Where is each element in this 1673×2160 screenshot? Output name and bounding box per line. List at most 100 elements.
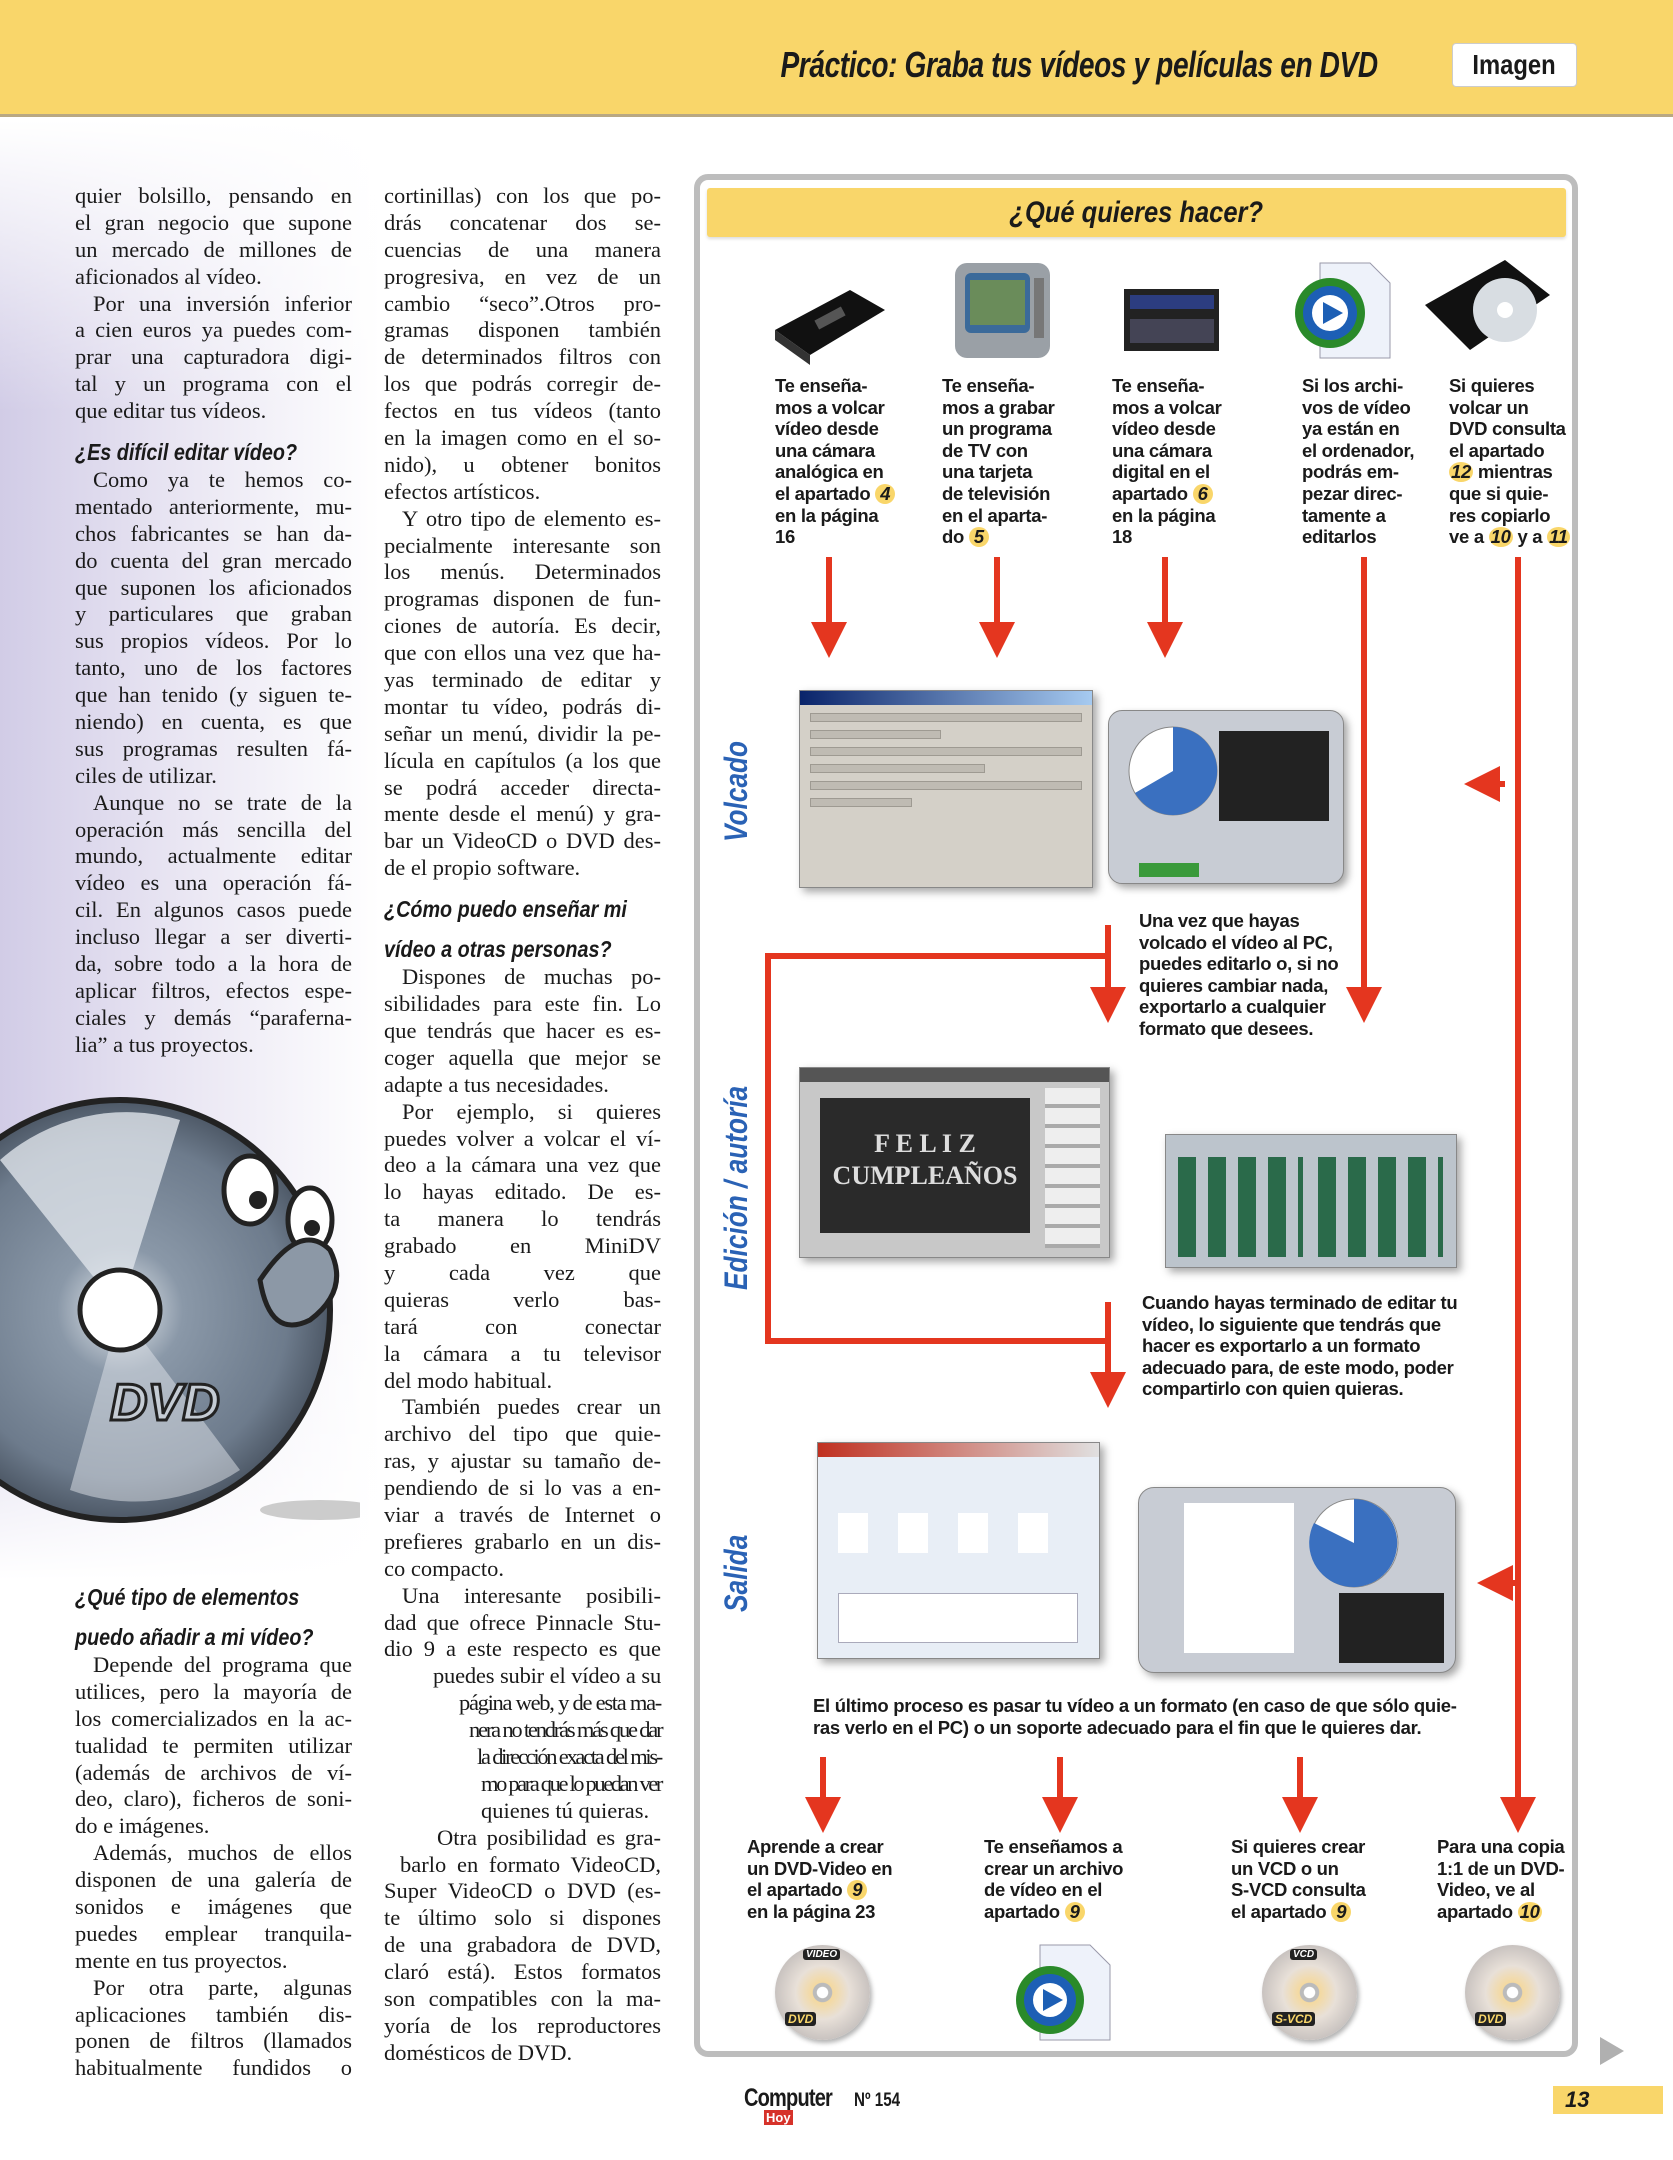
export-status-screenshot — [1138, 1487, 1456, 1673]
item-text: en el aparta- — [942, 504, 1048, 526]
item-line: ras verlo en el PC) o un soporte adecuad… — [813, 1717, 1457, 1739]
item-line: vídeo desde — [1112, 418, 1222, 440]
item-text: analógica en — [775, 461, 884, 483]
paragraph-line: pendiendo de si lo vas a en- — [384, 1475, 661, 1501]
item-text: de vídeo en el — [984, 1879, 1103, 1901]
item-text: crear un archivo — [984, 1857, 1124, 1879]
paragraph-line: grabado en MiniDV — [384, 1233, 661, 1259]
item-line: apartado 6 — [1112, 483, 1222, 505]
capture-status-screenshot — [1108, 710, 1344, 884]
item-text: editarlos — [1302, 526, 1377, 548]
paragraph-line: página web, y de esta ma- — [459, 1690, 662, 1716]
item-line: que si quie- — [1449, 483, 1570, 505]
section-number-badge: 6 — [1192, 483, 1213, 504]
item-line: el apartado 4 — [775, 483, 896, 505]
section-number-badge: 9 — [847, 1880, 868, 1901]
paragraph-line: puedes emplear tranquila- — [75, 1920, 352, 1946]
paragraph-line: ciales y demás “paraferna- — [75, 1004, 352, 1030]
paragraph-line: de una grabadora de DVD, — [384, 1932, 661, 1958]
item-line: mos a volcar — [1112, 397, 1222, 419]
paragraph-line: habitualmente fundidos o — [75, 2055, 352, 2081]
item-text: digital en el — [1112, 461, 1210, 483]
paragraph-line: barlo en formato VideoCD, — [400, 1851, 661, 1877]
item-text: Te enseñamos a — [984, 1836, 1123, 1857]
paragraph-line: claró está). Estos formatos — [384, 1959, 661, 1985]
paragraph-line: sibilidades para este fin. Lo — [384, 991, 661, 1017]
paragraph-line: deo, claro), ficheros de soni- — [75, 1786, 352, 1812]
item-text: volcar un — [1449, 396, 1529, 418]
item-line: 18 — [1112, 526, 1222, 548]
paragraph-line: de determinados filtros con — [384, 344, 661, 370]
item-text: Aprende a crear — [747, 1836, 884, 1857]
paragraph-line: prefieres grabarlo en un dis- — [384, 1528, 661, 1554]
item-text: Video, ve al — [1437, 1879, 1535, 1901]
paragraph-line: los que podrás corregir de- — [384, 371, 661, 397]
paragraph-line: También puedes crear un — [402, 1394, 661, 1420]
paragraph-line: mente desde el menú) y gra- — [384, 801, 661, 827]
issue-number: Nº 154 — [854, 2090, 901, 2111]
item-text: una cámara — [775, 439, 875, 461]
paragraph-line: tanto, uno de los factores — [75, 655, 352, 681]
item-line: Cuando hayas terminado de editar tu — [1142, 1292, 1458, 1314]
item-line: digital en el — [1112, 461, 1222, 483]
footer-logo: Computer — [744, 2084, 833, 2112]
item-line: Aprende a crear — [747, 1836, 892, 1858]
disc-label: VIDEO — [803, 1949, 841, 1960]
item-text: El último proceso es pasar tu vídeo a un… — [813, 1695, 1457, 1716]
item-line: exportarlo a cualquier — [1139, 996, 1338, 1018]
item-line: Si quieres — [1449, 375, 1570, 397]
item-text: Si quieres — [1449, 375, 1535, 396]
paragraph-line: drás concatenar dos se- — [384, 209, 661, 235]
item-text: de TV con — [942, 439, 1028, 461]
item-line: DVD consulta — [1449, 418, 1570, 440]
paragraph-line: quienes tú quieras. — [481, 1797, 650, 1823]
tv-icon — [955, 263, 1050, 358]
editor-screenshot: F E L I Z CUMPLEAÑOS — [799, 1067, 1110, 1258]
item-text: Te enseña- — [1112, 375, 1205, 396]
side-label-salida: Salida — [718, 1534, 754, 1612]
paragraph-line: do cuenta del gran mercado — [75, 547, 352, 573]
item-text: apartado — [1112, 482, 1193, 504]
item-text: en la página 23 — [747, 1900, 876, 1922]
paragraph-line: aplicaciones también dis- — [75, 2001, 352, 2027]
item-line: un DVD-Video en — [747, 1858, 893, 1880]
paragraph-line: a cien euros ya puedes com- — [75, 317, 352, 343]
item-line: en la página — [1112, 505, 1222, 527]
item-line: apartado 9 — [984, 1901, 1123, 1923]
item-text: de televisión — [942, 482, 1051, 504]
paragraph-line: sus propios vídeos. Por lo — [75, 628, 352, 654]
item-text: volcado el vídeo al PC, — [1139, 931, 1333, 953]
paragraph-line: un mercado de millones de — [75, 236, 352, 262]
paragraph-line: programas disponen de fun- — [384, 586, 661, 612]
item-line: el apartado — [1449, 440, 1570, 462]
item-line: Te enseña- — [1112, 375, 1222, 397]
item-text: vídeo, lo siguiente que tendrás que — [1142, 1313, 1441, 1335]
paragraph-line: yas terminado de editar y — [384, 667, 661, 693]
paragraph-line: lo hayas editado. De es- — [384, 1179, 661, 1205]
paragraph-line: ciones de autoría. Es decir, — [384, 613, 661, 639]
section-heading: vídeo a otras personas? — [384, 936, 612, 963]
section-tab: Imagen — [1452, 43, 1577, 87]
item-text: puedes editarlo o, si no — [1139, 953, 1339, 975]
paragraph-line: y cada vez que — [384, 1259, 661, 1285]
item-line: 1:1 de un DVD- — [1437, 1858, 1565, 1880]
item-text: el apartado — [1231, 1900, 1332, 1922]
item-line: el ordenador, — [1302, 440, 1415, 462]
paragraph-line: aplicar filtros, efectos espe- — [75, 977, 352, 1003]
item-line: Video, ve al — [1437, 1879, 1564, 1901]
item-line: vídeo desde — [775, 418, 895, 440]
item-text: 16 — [775, 526, 795, 548]
paragraph-line: operación más sencilla del — [75, 816, 352, 842]
paragraph-line: vídeo es una operación fá- — [75, 870, 352, 896]
item-text: mientras — [1472, 461, 1553, 483]
section-number-badge: 10 — [1517, 1900, 1542, 1922]
disc-label: S-VCD — [1272, 2012, 1316, 2026]
item-line: vos de vídeo — [1302, 397, 1414, 419]
